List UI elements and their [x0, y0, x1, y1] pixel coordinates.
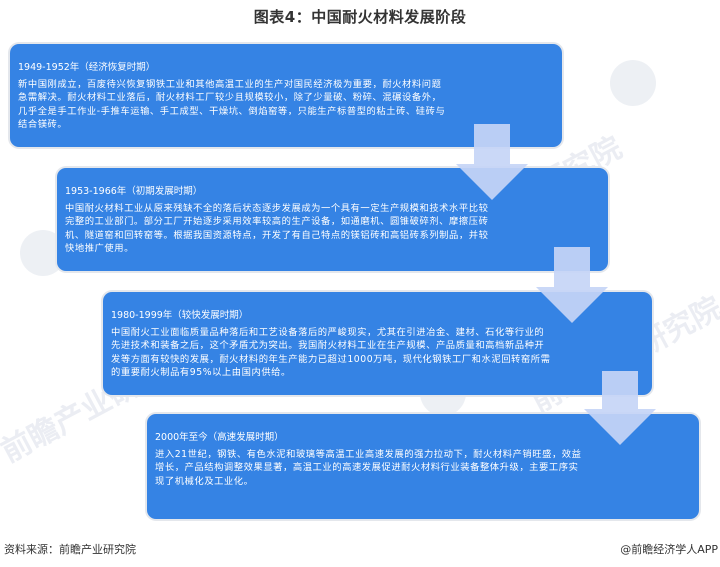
stage-box-2000-present: 2000年至今（高速发展时期） 进入21世纪，钢铁、有色水泥和玻璃等高温工业高速…: [147, 414, 699, 519]
stage-description: 新中国刚成立，百废待兴恢复钢铁工业和其他高温工业的生产对国民经济极为重要，耐火材…: [18, 79, 446, 130]
stage-period: 2000年至今（高速发展时期）: [155, 432, 284, 443]
credit-note: @前瞻经济学人APP: [620, 543, 718, 556]
stage-period: 1953-1966年（初期发展时期）: [65, 186, 203, 197]
stage-description: 中国耐火工业面临质量品种落后和工艺设备落后的严峻现实，尤其在引进冶金、建材、石化…: [111, 327, 551, 378]
stage-period: 1949-1952年（经济恢复时期）: [18, 62, 156, 73]
down-arrow-icon: [584, 371, 656, 445]
watermark-logo-icon: [610, 60, 656, 106]
stage-description: 中国耐火材料工业从原来残缺不全的落后状态逐步发展成为一个具有一定生产规模和技术水…: [65, 203, 489, 254]
down-arrow-icon: [456, 124, 528, 200]
down-arrow-icon: [536, 247, 608, 323]
stage-box-1949-1952: 1949-1952年（经济恢复时期） 新中国刚成立，百废待兴恢复钢铁工业和其他高…: [10, 44, 562, 147]
chart-title: 图表4：中国耐火材料发展阶段: [253, 8, 467, 26]
source-note: 资料来源：前瞻产业研究院: [4, 543, 136, 556]
stage-description: 进入21世纪，钢铁、有色水泥和玻璃等高温工业高速发展的强力拉动下，耐火材料产销旺…: [155, 449, 582, 487]
stage-period: 1980-1999年（较快发展时期）: [111, 310, 249, 321]
